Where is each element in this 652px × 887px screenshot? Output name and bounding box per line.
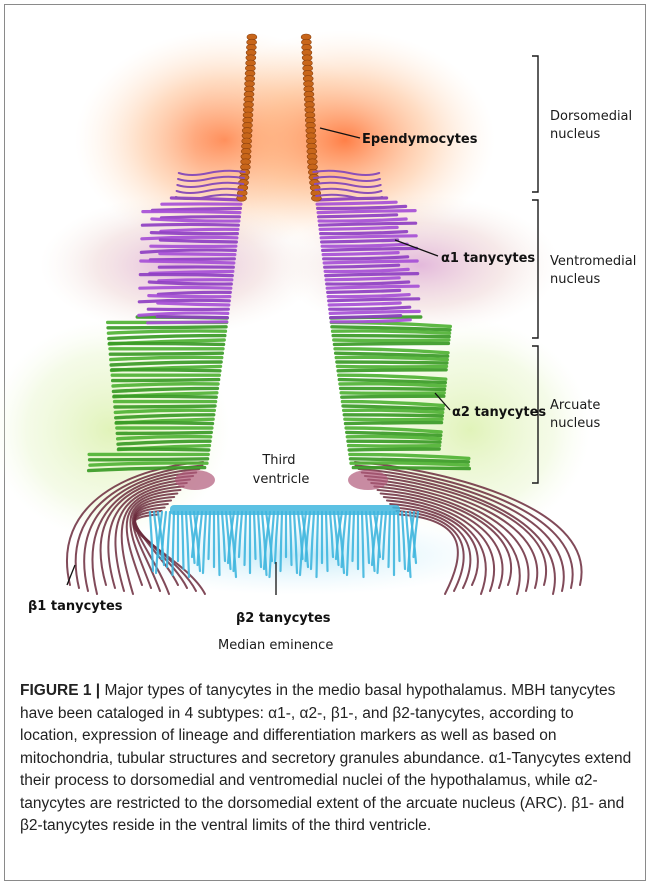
figure-caption: FIGURE 1 | Major types of tanycytes in t… — [20, 680, 632, 838]
alpha1-tanycyte — [143, 211, 240, 212]
alpha1-tanycyte — [321, 236, 416, 238]
alpha2-tanycyte — [345, 419, 442, 420]
alpha2-tanycyte — [348, 441, 440, 442]
alpha1-tanycyte — [323, 253, 398, 255]
alpha2-tanycyte — [115, 406, 215, 407]
beta2-label: β2 tanycytes — [236, 611, 331, 626]
beta2-floor — [170, 505, 400, 515]
alpha1-tanycyte — [142, 237, 237, 239]
alpha1-tanycyte — [322, 240, 398, 242]
alpha1-tanycyte — [140, 274, 232, 275]
alpha2-tanycyte — [341, 388, 445, 389]
alpha1-tanycyte — [329, 299, 419, 301]
alpha1-tanycyte — [142, 224, 238, 225]
alpha2-tanycyte — [337, 366, 446, 367]
alpha1-tanycyte — [140, 287, 231, 288]
median-eminence-label: Median eminence — [218, 638, 333, 653]
alpha2-tanycyte — [344, 415, 442, 416]
alpha1-tanycyte — [330, 311, 419, 313]
alpha2-tanycyte — [341, 393, 444, 394]
alpha1-tanycyte — [320, 223, 416, 225]
alpha1-tanycyte — [317, 202, 396, 204]
alpha2-tanycyte — [336, 357, 447, 359]
ventromedial-label: Ventromedial nucleus — [550, 254, 640, 287]
alpha2-tanycyte — [119, 449, 209, 450]
alpha1-tanycyte — [331, 316, 401, 318]
alpha2-tanycyte — [117, 432, 211, 433]
alpha2-tanycyte — [116, 423, 212, 424]
beta1-cell-body — [348, 470, 388, 490]
alpha2-tanycyte — [349, 446, 440, 447]
alpha2-tanycyte — [334, 343, 448, 344]
alpha1-tanycyte — [148, 322, 227, 323]
alpha1-tanycyte — [323, 248, 417, 250]
alpha2-tanycyte — [110, 343, 224, 344]
alpha2-tanycyte — [113, 380, 219, 381]
alpha1-tanycyte — [141, 261, 234, 263]
alpha1-label: α1 tanycytes — [441, 251, 535, 266]
alpha2-tanycyte — [342, 396, 444, 397]
alpha1-tanycyte — [329, 303, 400, 305]
alpha2-tanycyte — [333, 331, 450, 333]
alpha2-tanycyte — [334, 340, 449, 341]
alpha2-tanycyte — [340, 384, 445, 386]
alpha1-tanycyte — [151, 233, 237, 234]
alpha1-tanycyte — [160, 240, 236, 242]
alpha1-tanycyte — [159, 280, 232, 281]
alpha2-tanycyte — [338, 370, 446, 371]
alpha1-tanycyte — [318, 211, 415, 213]
alpha2-tanycyte — [110, 353, 222, 354]
figure-number: FIGURE 1 | — [20, 682, 100, 699]
tanycyte-illustration: Dorsomedial nucleus Ventromedial nucleus… — [0, 0, 652, 660]
alpha2-tanycyte — [349, 449, 439, 450]
beta1-cell-body — [175, 470, 215, 490]
alpha1-tanycyte — [324, 261, 417, 263]
alpha2-tanycyte — [346, 423, 442, 424]
dorsomedial-bracket — [532, 56, 538, 192]
alpha1-tanycyte — [157, 317, 227, 318]
alpha1-tanycyte — [149, 296, 230, 297]
alpha1-tanycyte — [328, 290, 400, 292]
third-ventricle-label: Third ventricle — [253, 453, 310, 487]
alpha2-tanycyte — [111, 357, 222, 359]
alpha1-tanycyte — [319, 215, 397, 217]
alpha1-tanycyte — [150, 259, 234, 260]
alpha1-tanycyte — [160, 254, 235, 255]
alpha1-tanycyte — [326, 278, 399, 280]
alpha2-tanycyte — [114, 396, 216, 397]
alpha2-tanycyte — [108, 327, 226, 328]
alpha1-tanycyte — [320, 227, 397, 229]
alpha2-tanycyte — [337, 362, 447, 363]
alpha2-label: α2 tanycytes — [452, 405, 546, 420]
alpha1-tanycyte — [325, 265, 399, 267]
alpha1-tanycyte — [158, 303, 229, 305]
alpha2-tanycyte — [333, 336, 449, 337]
alpha2-tanycyte — [353, 468, 469, 469]
alpha1-tanycyte — [326, 274, 418, 276]
dorsomedial-label: Dorsomedial nucleus — [550, 109, 636, 142]
alpha1-tanycyte — [139, 300, 229, 302]
alpha2-tanycyte — [90, 459, 208, 460]
alpha2-tanycyte — [112, 370, 220, 371]
alpha1-tanycyte — [161, 217, 239, 218]
ependymocytes-label: Ependymocytes — [362, 132, 478, 147]
caption-text: Major types of tanycytes in the medio ba… — [20, 682, 631, 834]
alpha1-tanycyte — [327, 286, 418, 288]
beta1-label: β1 tanycytes — [28, 599, 123, 614]
